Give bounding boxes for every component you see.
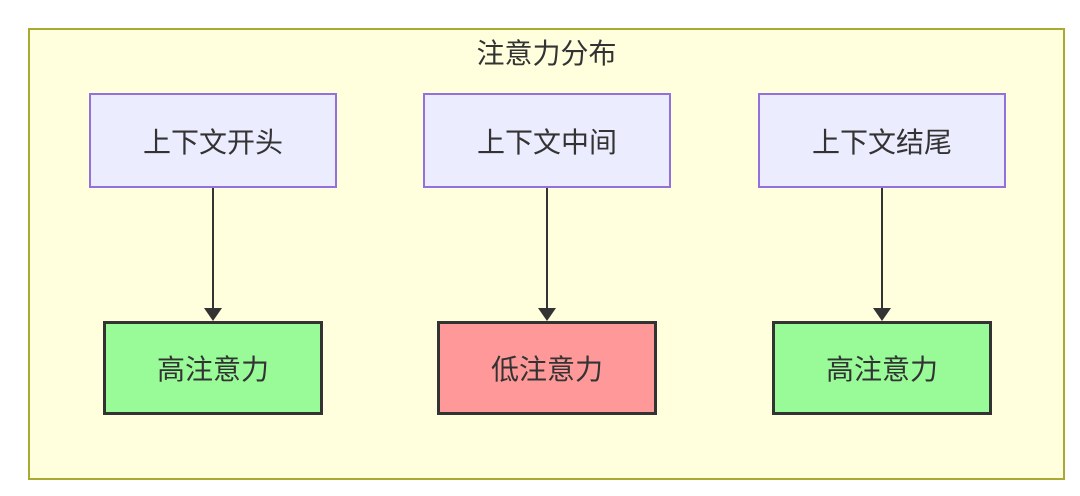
node-low-attention-label: 低注意力 <box>490 354 603 385</box>
flow-column-context-middle: 上下文中间 低注意力 <box>423 93 671 415</box>
flow-column-context-start: 上下文开头 高注意力 <box>89 93 337 415</box>
node-high-attention-right-label: 高注意力 <box>825 354 938 385</box>
node-context-end-label: 上下文结尾 <box>811 126 952 158</box>
arrow-line <box>212 188 214 310</box>
arrow-head <box>204 308 222 321</box>
node-high-attention-right: 高注意力 <box>772 321 992 415</box>
diagram-title: 注意力分布 <box>476 38 617 69</box>
arrow-down-icon <box>204 188 222 321</box>
attention-distribution-group: 注意力分布 上下文开头 高注意力 上下文中间 低注意力 <box>28 28 1065 480</box>
flow-column-context-end: 上下文结尾 高注意力 <box>758 93 1006 415</box>
node-high-attention-left: 高注意力 <box>103 321 323 415</box>
node-context-start: 上下文开头 <box>89 93 337 188</box>
arrow-line <box>546 188 548 310</box>
node-context-start-label: 上下文开头 <box>142 126 283 158</box>
node-low-attention: 低注意力 <box>437 321 657 415</box>
arrow-line <box>881 188 883 310</box>
arrow-down-icon <box>538 188 556 321</box>
arrow-head <box>538 308 556 321</box>
node-context-middle: 上下文中间 <box>423 93 671 188</box>
node-context-end: 上下文结尾 <box>758 93 1006 188</box>
node-context-middle-label: 上下文中间 <box>476 126 617 158</box>
arrow-down-icon <box>873 188 891 321</box>
node-high-attention-left-label: 高注意力 <box>156 354 269 385</box>
arrow-head <box>873 308 891 321</box>
